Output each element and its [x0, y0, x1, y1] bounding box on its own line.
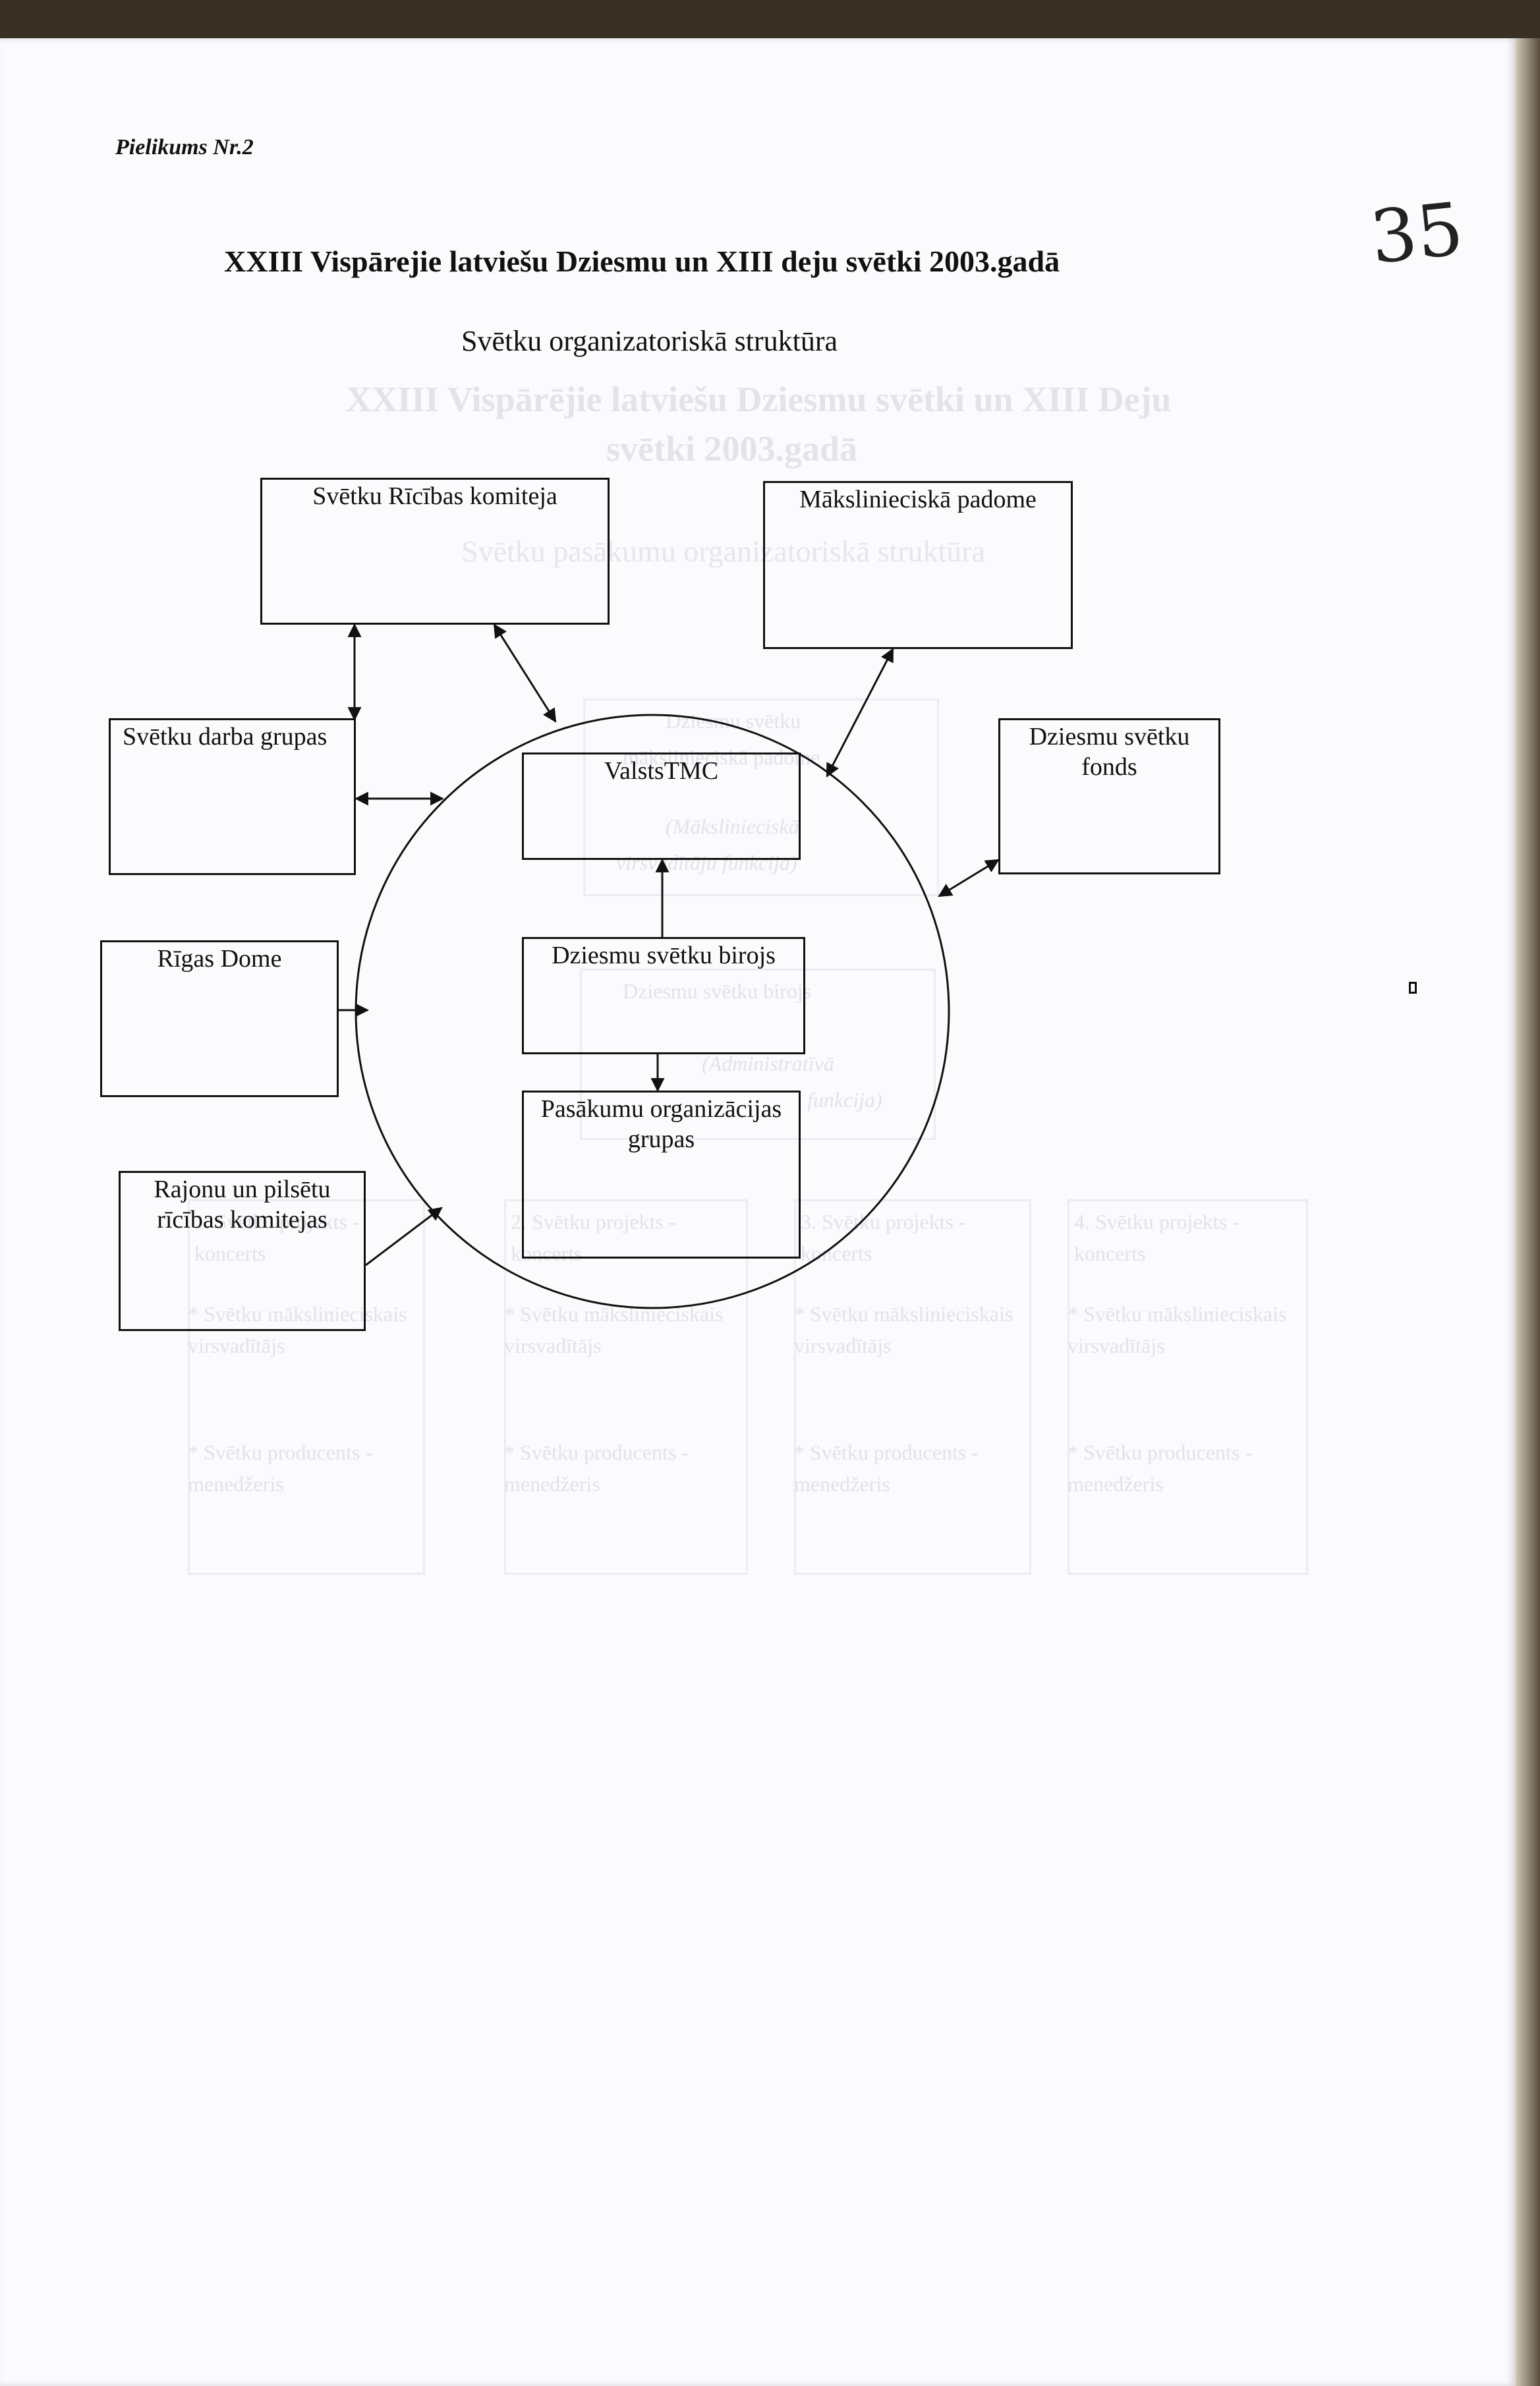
document-subtitle: Svētku organizatoriskā struktūra	[461, 325, 838, 357]
link-rajonu-circle	[365, 1207, 443, 1266]
ghost-box-mid-3: funkcija)	[807, 1088, 882, 1112]
ghost-title-line2: svētki 2003.gadā	[606, 429, 858, 469]
ghost-project-2-item2: * Svētku producents - menedžeris	[504, 1440, 689, 1496]
ghost-project-1-item2: * Svētku producents - menedžeris	[188, 1440, 372, 1496]
node-pasakumu-grupas: Pasākumu organizācijas grupas	[522, 1091, 801, 1259]
ghost-project-4	[1068, 1199, 1308, 1575]
ghost-box-mid-2: (Administratīvā	[702, 1052, 834, 1075]
node-makslinieciska-padome: Mākslinieciskā padome	[763, 481, 1073, 649]
ghost-project-3	[794, 1199, 1031, 1575]
ghost-box-padome	[583, 698, 939, 896]
link-padome-circle	[826, 648, 894, 778]
ghost-project-1	[188, 1199, 425, 1575]
page-edge	[1516, 38, 1540, 2386]
ghost-project-3-item2: * Svētku producents - menedžeris	[794, 1440, 979, 1496]
node-rajonu-komitejas: Rajonu un pilsētu rīcības komitejas	[119, 1171, 366, 1331]
document-page	[0, 38, 1516, 2386]
link-komiteja-circle	[493, 623, 557, 723]
ghost-project-3-item1: * Svētku mākslinieciskais virsvadītājs	[794, 1302, 1013, 1357]
ghost-title-line1: XXIII Vispārējie latviešu Dziesmu svētki…	[346, 380, 1172, 419]
node-ricibas-komiteja: Svētku Rīcības komiteja	[260, 478, 610, 625]
ghost-box-top-2: mākslinieciskā padome	[623, 745, 820, 769]
ghost-subtitle: Svētku pasākumu organizatoriskā struktūr…	[461, 534, 986, 568]
node-dziesmu-svetku-birojs: Dziesmu svētku birojs	[522, 937, 805, 1054]
node-darba-grupas: Svētku darba grupas	[109, 718, 356, 875]
ghost-box-birojs	[580, 969, 936, 1140]
ghost-project-4-head: 4. Svētku projekts - koncerts	[1074, 1210, 1240, 1265]
node-rigas-dome: Rīgas Dome	[100, 940, 339, 1097]
ghost-box-top-4: virsvadītāju funkcija)	[616, 851, 797, 874]
ghost-project-1-head: 1. Svētku projekts - koncerts	[194, 1210, 360, 1265]
ghost-box-mid-1: Dziesmu svētku birojs	[623, 979, 812, 1003]
ghost-project-4-item1: * Svētku mākslinieciskais virsvadītājs	[1068, 1302, 1287, 1357]
ghost-project-4-item2: * Svētku producents - menedžeris	[1068, 1440, 1252, 1496]
ghost-box-top-3: (Mākslinieciskā	[666, 814, 799, 838]
annex-label: Pielikums Nr.2	[115, 135, 254, 159]
ghost-project-3-head: 3. Svētku projekts - koncerts	[801, 1210, 966, 1265]
scan-mark	[1409, 982, 1417, 994]
node-valsts-tmc: ValstsTMC	[522, 753, 801, 860]
ghost-project-1-item1: * Svētku mākslinieciskais virsvadītājs	[188, 1302, 407, 1357]
node-dziesmu-svetku-fonds: Dziesmu svētku fonds	[998, 718, 1220, 874]
ghost-project-2	[504, 1199, 748, 1575]
ghost-box-top-1: Dziesmu svētku	[666, 709, 801, 733]
ghost-project-2-head: 2. Svētku projekts - koncerts	[511, 1210, 676, 1265]
link-fonds-circle	[938, 859, 1000, 897]
document-title: XXIII Vispārejie latviešu Dziesmu un XII…	[224, 244, 1060, 278]
